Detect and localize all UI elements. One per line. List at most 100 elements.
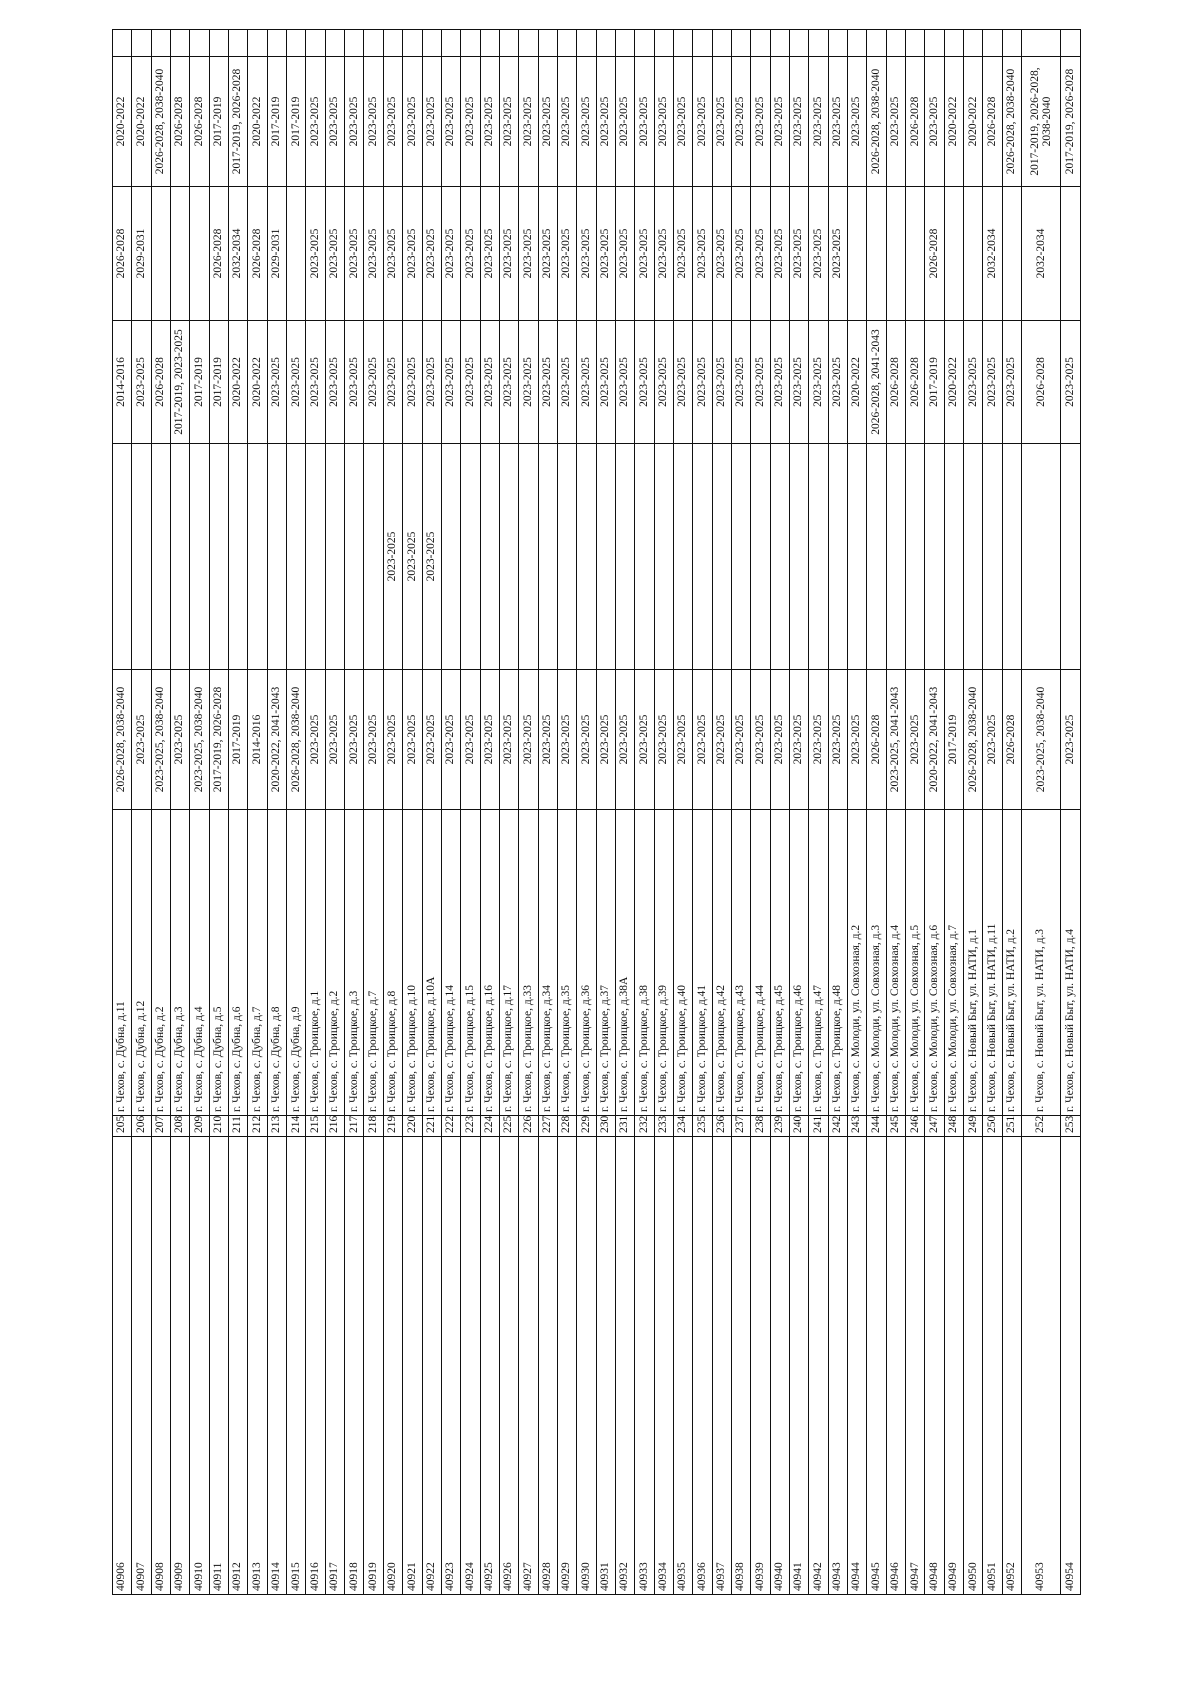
period-cell-5: 2017-2019 xyxy=(286,56,306,187)
period-cell-3: 2026-2028 xyxy=(886,320,906,444)
blank-cell xyxy=(305,29,326,57)
period-cell-2 xyxy=(944,443,964,670)
address-cell: г. Чехов, с. Троицкое, д.38А xyxy=(615,809,635,1116)
period-cell-2 xyxy=(247,443,268,670)
period-cell-3: 2023-2025 xyxy=(673,320,693,444)
period-cell-1: 2023-2025, 2038-2040 xyxy=(1021,669,1061,810)
period-cell-3: 2023-2025 xyxy=(982,320,1003,444)
period-cell-4: 2023-2025 xyxy=(441,186,461,321)
period-cell-1: 2023-2025 xyxy=(828,669,848,810)
address-cell: г. Чехов, с. Троицкое, д.15 xyxy=(460,809,481,1116)
id-cell: 40938 xyxy=(731,1136,751,1595)
period-cell-5: 2026-2028, 2038-2040 xyxy=(866,56,887,187)
row-number-cell: 238 xyxy=(750,1115,771,1137)
blank-cell xyxy=(518,29,539,57)
period-cell-3: 2026-2028 xyxy=(1021,320,1061,444)
period-cell-4: 2023-2025 xyxy=(402,186,422,321)
blank-cell xyxy=(151,29,171,57)
period-cell-2 xyxy=(1060,443,1081,670)
address-cell: г. Чехов, с. Троицкое, д.39 xyxy=(654,809,674,1116)
period-cell-2 xyxy=(228,443,248,670)
period-cell-2 xyxy=(267,443,287,670)
address-cell: г. Чехов, с. Дубна, д.12 xyxy=(131,809,152,1116)
period-cell-2 xyxy=(963,443,983,670)
blank-cell xyxy=(654,29,674,57)
id-cell: 40910 xyxy=(189,1136,210,1595)
blank-cell xyxy=(402,29,422,57)
id-cell: 40914 xyxy=(267,1136,287,1595)
period-cell-1: 2023-2025 xyxy=(325,669,345,810)
id-cell: 40948 xyxy=(924,1136,945,1595)
id-cell: 40950 xyxy=(963,1136,983,1595)
period-cell-4 xyxy=(847,186,867,321)
period-cell-4: 2023-2025 xyxy=(770,186,790,321)
period-cell-2 xyxy=(673,443,693,670)
period-cell-1: 2026-2028, 2038-2040 xyxy=(963,669,983,810)
period-cell-1: 2026-2028 xyxy=(866,669,887,810)
period-cell-3: 2023-2025 xyxy=(1002,320,1022,444)
row-number-cell: 208 xyxy=(170,1115,190,1137)
period-cell-3: 2023-2025 xyxy=(557,320,577,444)
row-number-cell: 223 xyxy=(460,1115,481,1137)
period-cell-1: 2023-2025 xyxy=(170,669,190,810)
row-number-cell: 252 xyxy=(1021,1115,1061,1137)
period-cell-2 xyxy=(131,443,152,670)
period-cell-5: 2026-2028, 2038-2040 xyxy=(151,56,171,187)
period-cell-1: 2023-2025 xyxy=(596,669,616,810)
period-cell-2 xyxy=(1021,443,1061,670)
address-cell: г. Чехов, с. Троицкое, д.48 xyxy=(828,809,848,1116)
id-cell: 40916 xyxy=(305,1136,326,1595)
period-cell-1: 2023-2025 xyxy=(499,669,519,810)
period-cell-2 xyxy=(518,443,539,670)
period-cell-2 xyxy=(615,443,635,670)
period-cell-1: 2014-2016 xyxy=(247,669,268,810)
period-cell-4: 2023-2025 xyxy=(712,186,732,321)
period-cell-1: 2017-2019, 2026-2028 xyxy=(209,669,229,810)
blank-cell xyxy=(557,29,577,57)
row-number-cell: 220 xyxy=(402,1115,422,1137)
id-cell: 40907 xyxy=(131,1136,152,1595)
period-cell-2 xyxy=(151,443,171,670)
blank-cell xyxy=(286,29,306,57)
period-cell-5: 2023-2025 xyxy=(518,56,539,187)
id-cell: 40933 xyxy=(634,1136,655,1595)
period-cell-4: 2023-2025 xyxy=(460,186,481,321)
period-cell-5: 2023-2025 xyxy=(615,56,635,187)
period-cell-2 xyxy=(828,443,848,670)
period-cell-3: 2023-2025 xyxy=(828,320,848,444)
period-cell-2 xyxy=(325,443,345,670)
period-cell-5: 2023-2025 xyxy=(596,56,616,187)
period-cell-2 xyxy=(363,443,384,670)
row-number-cell: 245 xyxy=(886,1115,906,1137)
period-cell-2 xyxy=(441,443,461,670)
period-cell-3: 2020-2022 xyxy=(228,320,248,444)
id-cell: 40941 xyxy=(789,1136,809,1595)
row-number-cell: 210 xyxy=(209,1115,229,1137)
period-cell-5: 2023-2025 xyxy=(634,56,655,187)
period-cell-1: 2023-2025 xyxy=(615,669,635,810)
period-cell-3: 2023-2025 xyxy=(634,320,655,444)
row-number-cell: 242 xyxy=(828,1115,848,1137)
period-cell-5: 2023-2025 xyxy=(847,56,867,187)
row-number-cell: 249 xyxy=(963,1115,983,1137)
period-cell-5: 2023-2025 xyxy=(363,56,384,187)
period-cell-5: 2023-2025 xyxy=(770,56,790,187)
period-cell-3: 2023-2025 xyxy=(131,320,152,444)
address-cell: г. Чехов, с. Дубна, д.2 xyxy=(151,809,171,1116)
period-cell-3: 2023-2025 xyxy=(1060,320,1081,444)
address-cell: г. Чехов, с. Молоди, ул. Совхозная, д.6 xyxy=(924,809,945,1116)
period-cell-5: 2026-2028, 2038-2040 xyxy=(1002,56,1022,187)
period-cell-3: 2023-2025 xyxy=(267,320,287,444)
row-number-cell: 228 xyxy=(557,1115,577,1137)
period-cell-2 xyxy=(789,443,809,670)
